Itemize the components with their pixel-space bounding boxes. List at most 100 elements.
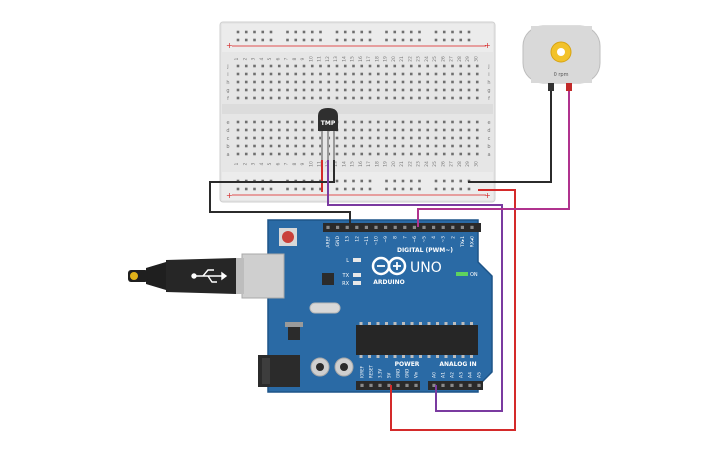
usb-cable[interactable] [128,253,285,299]
strip-hole[interactable] [244,64,248,68]
strip-hole[interactable] [409,144,413,148]
strip-hole[interactable] [294,120,298,124]
strip-hole[interactable] [360,72,364,76]
strip-hole[interactable] [261,88,265,92]
rail-hole[interactable] [302,30,306,34]
strip-hole[interactable] [360,64,364,68]
strip-hole[interactable] [385,96,388,100]
strip-hole[interactable] [310,144,314,148]
strip-hole[interactable] [467,136,471,140]
strip-hole[interactable] [319,152,322,156]
strip-hole[interactable] [343,64,347,68]
rail-hole[interactable] [261,187,265,191]
rail-hole[interactable] [319,187,322,191]
motor-ground-wire[interactable] [468,91,552,183]
analog-pin[interactable] [477,383,481,387]
rail-hole[interactable] [442,179,446,183]
strip-hole[interactable] [475,144,479,148]
strip-hole[interactable] [368,96,372,100]
strip-hole[interactable] [393,120,397,124]
ground-wire[interactable] [209,160,351,226]
rail-hole[interactable] [343,179,347,183]
strip-hole[interactable] [261,96,265,100]
strip-hole[interactable] [294,96,298,100]
rail-hole[interactable] [261,38,265,42]
strip-hole[interactable] [426,64,430,68]
rail-hole[interactable] [302,187,306,191]
strip-hole[interactable] [385,128,388,132]
rail-hole[interactable] [360,38,364,42]
digital-pin[interactable] [345,225,349,229]
strip-hole[interactable] [401,80,405,84]
strip-hole[interactable] [319,136,322,140]
rail-hole[interactable] [310,30,314,34]
strip-hole[interactable] [376,152,380,156]
strip-hole[interactable] [343,136,347,140]
rail-hole[interactable] [409,179,413,183]
strip-hole[interactable] [426,144,430,148]
strip-hole[interactable] [376,72,380,76]
strip-hole[interactable] [360,128,364,132]
strip-hole[interactable] [368,128,372,132]
strip-hole[interactable] [286,72,289,76]
strip-hole[interactable] [302,96,306,100]
strip-hole[interactable] [459,64,463,68]
strip-hole[interactable] [310,136,314,140]
rail-hole[interactable] [368,38,372,42]
rail-hole[interactable] [286,38,289,42]
strip-hole[interactable] [426,136,430,140]
strip-hole[interactable] [393,128,397,132]
strip-hole[interactable] [294,144,298,148]
strip-hole[interactable] [310,88,314,92]
digital-pin[interactable] [441,225,445,229]
strip-hole[interactable] [475,120,479,124]
strip-hole[interactable] [376,80,380,84]
strip-hole[interactable] [418,64,421,68]
strip-hole[interactable] [393,88,397,92]
rail-hole[interactable] [244,30,248,34]
strip-hole[interactable] [459,80,463,84]
strip-hole[interactable] [376,96,380,100]
strip-hole[interactable] [319,88,322,92]
power-pin[interactable] [378,383,382,387]
strip-hole[interactable] [352,72,355,76]
strip-hole[interactable] [302,120,306,124]
rail-hole[interactable] [451,30,454,34]
analog-pin[interactable] [441,383,445,387]
strip-hole[interactable] [451,88,454,92]
strip-hole[interactable] [360,136,364,140]
strip-hole[interactable] [277,80,281,84]
rail-hole[interactable] [360,179,364,183]
strip-hole[interactable] [261,120,265,124]
strip-hole[interactable] [335,152,339,156]
power-pin[interactable] [360,383,364,387]
strip-hole[interactable] [302,80,306,84]
strip-hole[interactable] [385,72,388,76]
rail-hole[interactable] [467,38,471,42]
rail-hole[interactable] [343,38,347,42]
strip-hole[interactable] [426,96,430,100]
strip-hole[interactable] [302,144,306,148]
strip-hole[interactable] [327,80,331,84]
strip-hole[interactable] [253,152,256,156]
strip-hole[interactable] [467,96,471,100]
strip-hole[interactable] [393,96,397,100]
strip-hole[interactable] [451,136,454,140]
strip-hole[interactable] [475,72,479,76]
strip-hole[interactable] [261,144,265,148]
rail-hole[interactable] [385,187,388,191]
strip-hole[interactable] [253,88,256,92]
strip-hole[interactable] [294,128,298,132]
strip-hole[interactable] [352,80,355,84]
strip-hole[interactable] [294,88,298,92]
strip-hole[interactable] [475,88,479,92]
rail-hole[interactable] [418,179,421,183]
rail-hole[interactable] [401,30,405,34]
strip-hole[interactable] [286,88,289,92]
rail-hole[interactable] [352,38,355,42]
strip-hole[interactable] [409,88,413,92]
strip-hole[interactable] [409,152,413,156]
strip-hole[interactable] [385,64,388,68]
strip-hole[interactable] [244,88,248,92]
